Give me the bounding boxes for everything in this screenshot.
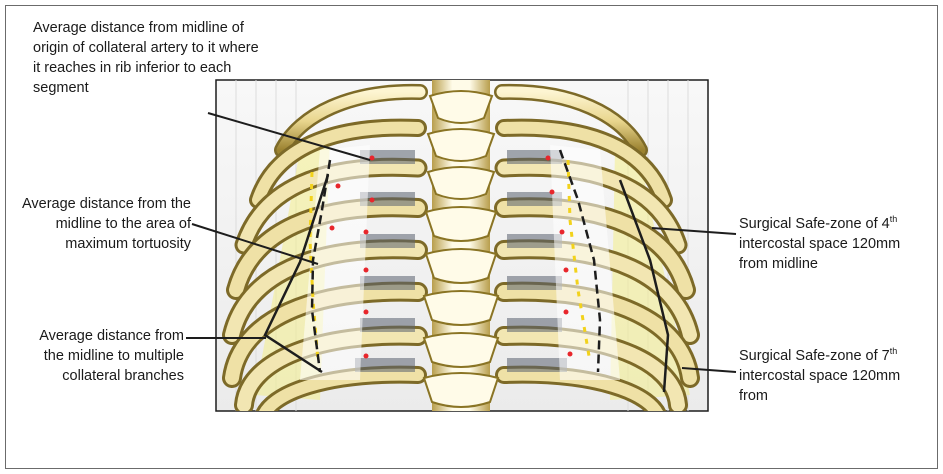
label-safe-zone-7: Surgical Safe-zone of 7th intercostal sp… [739, 346, 929, 406]
label-safe-zone-4-prefix: Surgical Safe-zone of 4 [739, 216, 890, 232]
label-safe-zone-7-suffix: intercostal space 120mm from [739, 368, 900, 404]
spine [424, 80, 498, 411]
label-safe-zone-7-sup: th [890, 346, 898, 356]
label-collateral-branches: Average distance from the midline to mul… [20, 326, 184, 386]
label-collateral-origin: Average distance from midline of origin … [33, 18, 263, 98]
label-safe-zone-4-sup: th [890, 214, 898, 224]
label-safe-zone-4: Surgical Safe-zone of 4th intercostal sp… [739, 214, 929, 274]
label-safe-zone-7-prefix: Surgical Safe-zone of 7 [739, 348, 890, 364]
label-max-tortuosity: Average distance from the midline to the… [18, 194, 191, 254]
label-safe-zone-4-suffix: intercostal space 120mm from midline [739, 236, 900, 272]
